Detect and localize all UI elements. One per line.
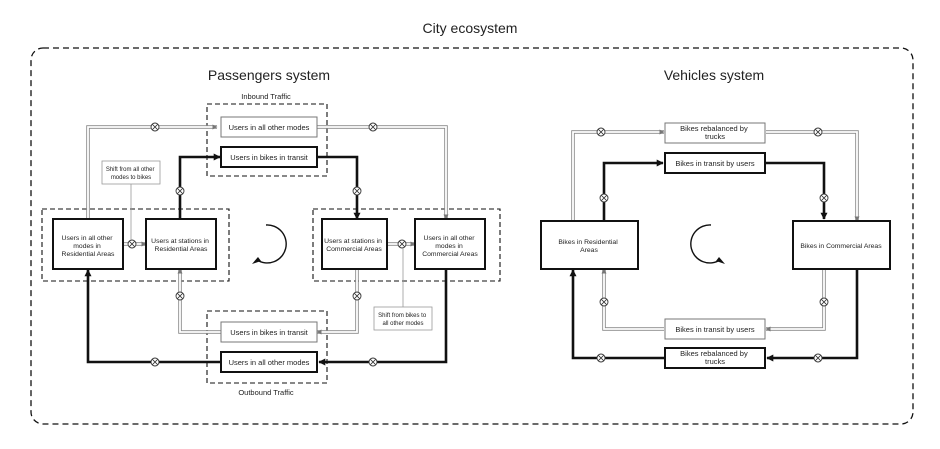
svg-text:Bikes in Residential Are: Bikes in Residential Areas <box>558 239 619 254</box>
vehicles-system-title: Vehicles system <box>664 67 764 83</box>
vehicles-system: Vehicles system Bikes rebalanced by truc… <box>540 67 891 369</box>
node-bikes-in-residential-areas <box>540 220 639 270</box>
svg-text:Shift from all other mod: Shift from all other modes to bikes <box>106 167 156 181</box>
node-bikes-rebalanced-by-trucks-bottom <box>664 347 766 369</box>
node-users-in-bikes-in-transit-outbound <box>220 321 318 343</box>
node-users-in-bikes-in-transit-inbound <box>220 146 318 168</box>
loop-icon <box>252 224 287 264</box>
residential-group <box>41 208 230 282</box>
svg-text:Users in bikes in transit: Users in bikes in transit <box>230 153 308 162</box>
commercial-group <box>312 208 501 282</box>
outbound-traffic-label: Outbound Traffic <box>238 388 294 397</box>
inbound-group <box>206 103 328 177</box>
svg-text:Bikes in Commercial Areas: Bikes in Commercial Areas <box>800 243 882 250</box>
svg-text:Users in all other modes: Users in all other modes <box>229 358 310 367</box>
svg-text:Bikes rebalanced by truc: Bikes rebalanced by trucks <box>680 349 750 366</box>
node-users-at-stations-commercial <box>321 218 388 270</box>
svg-text:Users in bikes in transit: Users in bikes in transit <box>230 328 308 337</box>
svg-text:Users in all other modes: Users in all other modes in Commercial A… <box>422 235 478 258</box>
ecosystem-frame <box>30 47 914 425</box>
outbound-group <box>206 310 328 384</box>
node-users-in-other-modes-commercial <box>414 218 486 270</box>
inbound-traffic-label: Inbound Traffic <box>241 92 291 101</box>
svg-text:Users in all other modes: Users in all other modes in Residential … <box>62 235 115 258</box>
svg-text:Bikes in transit by users: Bikes in transit by users <box>675 159 754 168</box>
node-bikes-rebalanced-by-trucks-top <box>664 122 766 144</box>
loop-icon <box>690 224 725 264</box>
node-bikes-in-transit-by-users-bottom <box>664 318 766 340</box>
passengers-system-title: Passengers system <box>208 67 330 83</box>
node-users-at-stations-residential <box>145 218 217 270</box>
node-users-in-all-other-modes-outbound <box>220 351 318 373</box>
svg-text:Users at stations in Res: Users at stations in Residential Areas <box>151 238 211 253</box>
svg-text:Shift from bikes to all: Shift from bikes to all other modes <box>378 313 428 327</box>
node-users-in-other-modes-residential <box>52 218 124 270</box>
passengers-system: Passengers system Inbound Traffic Outbou… <box>41 67 501 397</box>
svg-text:Bikes rebalanced by truc: Bikes rebalanced by trucks <box>680 124 750 141</box>
node-bikes-in-transit-by-users-top <box>664 152 766 174</box>
svg-text:Users at stations in Com: Users at stations in Commercial Areas <box>324 238 384 253</box>
svg-text:Users in all other modes: Users in all other modes <box>229 123 310 132</box>
svg-text:Bikes in transit by users: Bikes in transit by users <box>675 325 754 334</box>
node-users-in-all-other-modes-inbound <box>220 116 318 138</box>
node-bikes-in-commercial-areas <box>792 220 891 270</box>
diagram-title: City ecosystem <box>423 20 518 36</box>
